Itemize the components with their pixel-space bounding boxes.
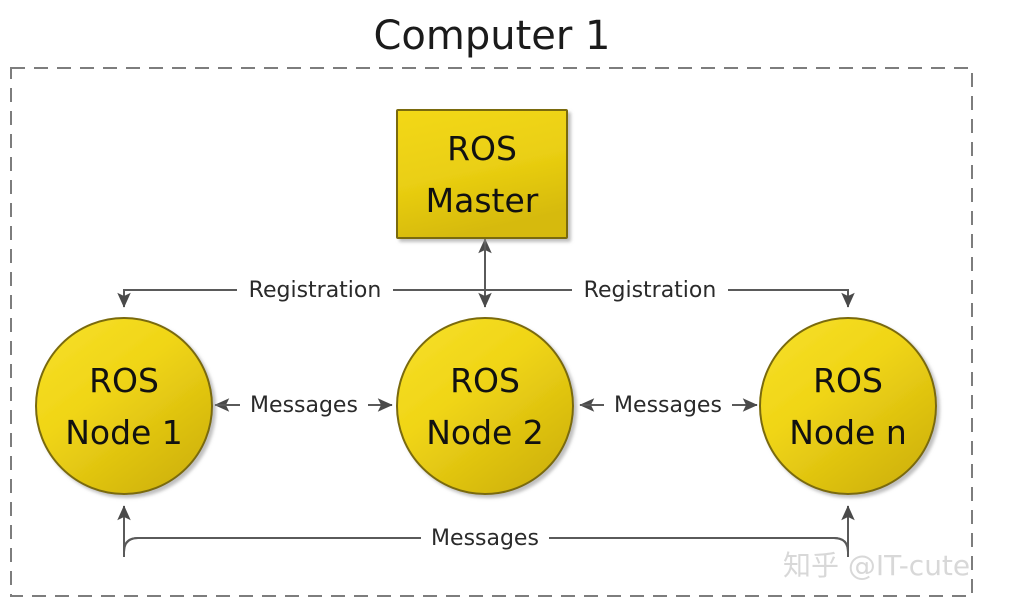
- registration-left-label: Registration: [249, 278, 382, 303]
- ros-node-2[interactable]: ROS Node 2: [396, 317, 574, 495]
- messages-bottom-label-bg: [421, 526, 549, 551]
- ros-master-label-line2: Master: [426, 181, 539, 220]
- ros-master-label-line1: ROS: [447, 129, 517, 168]
- ros-node-1-label-line2: Node 1: [65, 413, 183, 452]
- edge-registration-left: Registration: [117, 278, 485, 308]
- ros-node-1[interactable]: ROS Node 1: [35, 317, 213, 495]
- edge-messages-right: Messages: [579, 393, 758, 418]
- registration-right-label-bg: [572, 278, 728, 303]
- edge-messages-bottom: Messages: [117, 505, 855, 557]
- ros-node-n[interactable]: ROS Node n: [759, 317, 937, 495]
- ros-node-2-label-line2: Node 2: [426, 413, 544, 452]
- ros-node-2-shape[interactable]: [396, 317, 574, 495]
- messages-left-label: Messages: [250, 393, 358, 418]
- registration-left-label-bg: [237, 278, 393, 303]
- page-title: Computer 1: [373, 13, 610, 59]
- messages-right-label: Messages: [614, 393, 722, 418]
- messages-bottom-label: Messages: [431, 526, 539, 551]
- ros-master-shape[interactable]: [396, 109, 568, 239]
- ros-node-1-label-line1: ROS: [89, 361, 159, 400]
- messages-left-label-bg: [240, 393, 368, 418]
- ros-node-1-shape[interactable]: [35, 317, 213, 495]
- edge-registration-right: Registration: [485, 278, 855, 308]
- ros-node-2-label-line1: ROS: [450, 361, 520, 400]
- edge-messages-left: Messages: [214, 393, 393, 418]
- watermark: 知乎 @IT-cute: [783, 549, 970, 582]
- ros-node-n-label-line1: ROS: [813, 361, 883, 400]
- ros-node-n-label-line2: Node n: [789, 413, 907, 452]
- registration-right-label: Registration: [584, 278, 717, 303]
- ros-node-n-shape[interactable]: [759, 317, 937, 495]
- messages-right-label-bg: [604, 393, 732, 418]
- ros-master-box[interactable]: ROS Master: [396, 109, 568, 239]
- computer-boundary-frame: [10, 67, 973, 597]
